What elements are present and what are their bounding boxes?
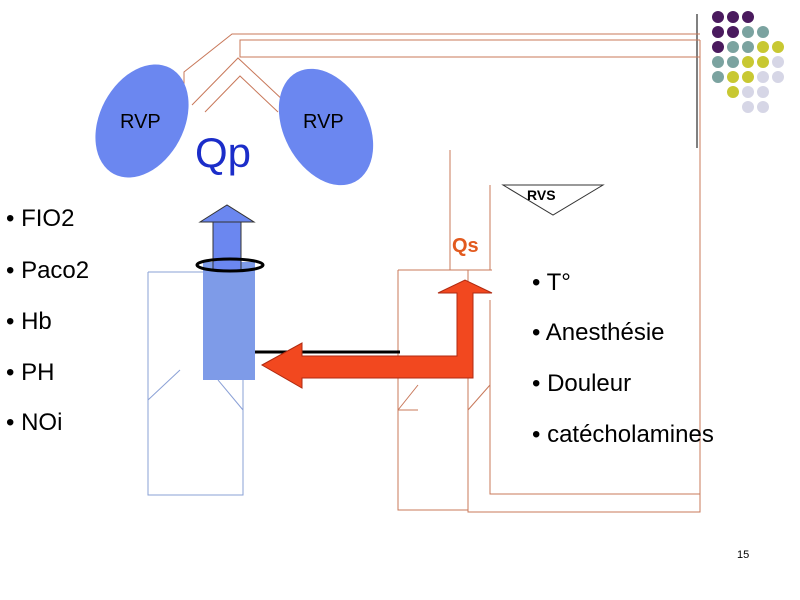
systemic-arrow (260, 279, 493, 389)
decorative-dot-grid (712, 11, 784, 113)
decor-dot (742, 41, 754, 53)
decor-dot (742, 26, 754, 38)
decor-dot (712, 71, 724, 83)
qp-label: Qp (195, 129, 252, 176)
decor-dot (757, 86, 769, 98)
right-factor-temperature: • T° (532, 269, 571, 296)
decor-dot (742, 71, 754, 83)
rvs-label: RVS (527, 187, 556, 203)
decor-dot (712, 11, 724, 23)
decor-dot (712, 56, 724, 68)
pulmonary-vein-left (183, 33, 700, 100)
pulmonary-vessel-split (191, 57, 286, 106)
lung-right (278, 68, 374, 186)
circuit-inner-return (489, 300, 700, 495)
rvp-left-label: RVP (120, 111, 161, 133)
circuit-outer-loop (467, 40, 701, 513)
decor-dot (757, 56, 769, 68)
pulmonary-arrow-head (198, 204, 256, 223)
page-number: 15 (737, 549, 750, 561)
decor-dot (757, 26, 769, 38)
decor-dot (712, 26, 724, 38)
pulmonary-arrow-shaft (212, 219, 242, 271)
decor-dot (772, 41, 784, 53)
lung-left (95, 64, 189, 178)
decor-dot (742, 86, 754, 98)
decor-dot (727, 71, 739, 83)
circuit-top-return (239, 39, 700, 58)
decor-dot (727, 11, 739, 23)
venous-circuit-outer (147, 272, 244, 496)
decor-dot (727, 86, 739, 98)
decor-dot (742, 11, 754, 23)
right-factor-douleur: • Douleur (532, 370, 632, 397)
heart-right-wall (397, 270, 419, 412)
heart-lower-wall (397, 409, 468, 511)
left-factor-ph: • PH (6, 359, 55, 386)
left-factor-paco2: • Paco2 (6, 257, 90, 284)
qs-label: Qs (452, 235, 479, 257)
rvp-right-label: RVP (303, 111, 344, 133)
decor-dot (757, 71, 769, 83)
decor-dot (772, 56, 784, 68)
left-factor-fio2: • FIO2 (6, 205, 75, 232)
decor-dot (757, 101, 769, 113)
pulmonary-vessel-split-inner (204, 75, 279, 113)
heart-valve-line (467, 384, 491, 411)
decor-dot (742, 56, 754, 68)
decor-dot (712, 41, 724, 53)
decor-dot (772, 71, 784, 83)
decor-dot (757, 41, 769, 53)
decor-dot (727, 26, 739, 38)
rvs-arrowhead (501, 184, 605, 216)
decor-dot (727, 41, 739, 53)
decor-dot (742, 101, 754, 113)
pulmonary-arrow-body (203, 262, 255, 380)
venous-valve-right (217, 379, 244, 411)
decor-dot (727, 56, 739, 68)
left-factor-hb: • Hb (6, 308, 52, 335)
left-factor-noi: • NOi (6, 409, 63, 436)
right-factor-catecholamines: • catécholamines (532, 421, 714, 448)
venous-valve-left (147, 369, 181, 401)
right-factor-anesthesie: • Anesthésie (532, 319, 665, 346)
pulmonary-ring (195, 257, 265, 273)
